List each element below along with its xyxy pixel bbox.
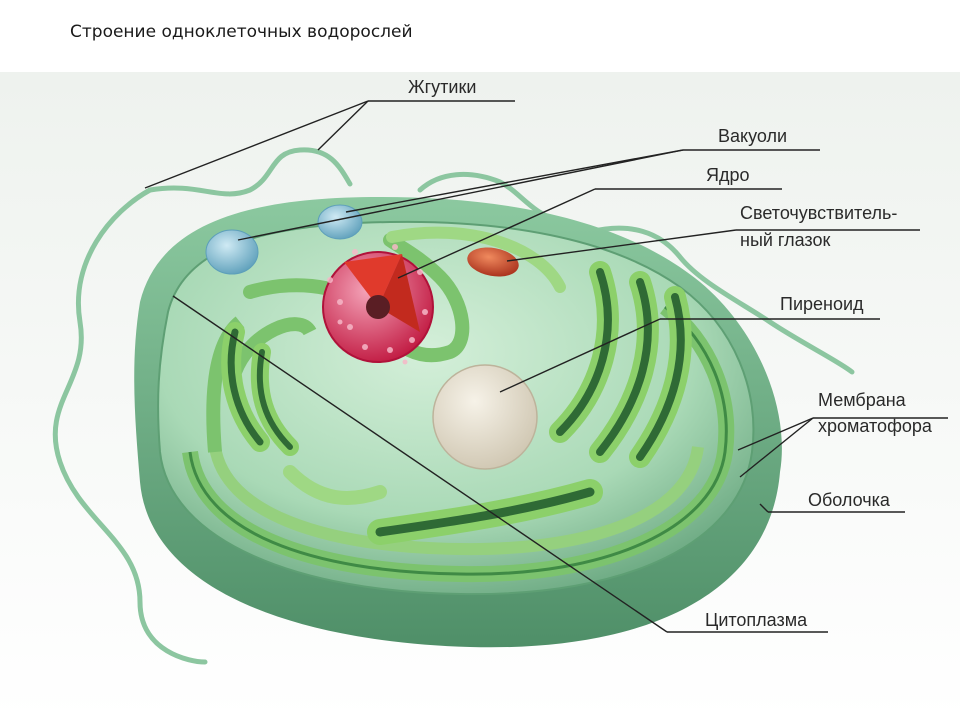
chromatophore-upper-edge: [386, 226, 566, 293]
vacuole-right: [317, 204, 363, 240]
label-eyespot-line1: Светочувствитель-: [740, 203, 898, 223]
label-nucleus: Ядро: [706, 165, 750, 185]
vacuole-left: [205, 229, 259, 275]
diagram-stage: Жгутики Вакуоли Ядро Светочувствитель- н…: [0, 72, 960, 720]
nucleus: [322, 244, 434, 365]
label-eyespot-line2: ный глазок: [740, 230, 831, 250]
label-cytoplasm: Цитоплазма: [705, 610, 808, 630]
cell-illustration: [0, 72, 960, 720]
leader-lines: [144, 100, 948, 633]
label-vacuoles: Вакуоли: [718, 126, 788, 146]
pyrenoid: [432, 364, 538, 470]
label-chromatophore-line2: хроматофора: [818, 416, 932, 436]
flagella: [52, 147, 855, 665]
label-pyrenoid: Пиреноид: [780, 294, 864, 314]
page-title: Строение одноклеточных водорослей: [70, 22, 413, 42]
label-chromatophore-line1: Мембрана: [818, 390, 906, 410]
eyespot: [467, 247, 519, 277]
label-flagella: Жгутики: [408, 77, 477, 97]
label-shell: Оболочка: [808, 490, 890, 510]
chromatophore-lamellae: [221, 261, 692, 545]
chromatophore: [182, 300, 735, 583]
